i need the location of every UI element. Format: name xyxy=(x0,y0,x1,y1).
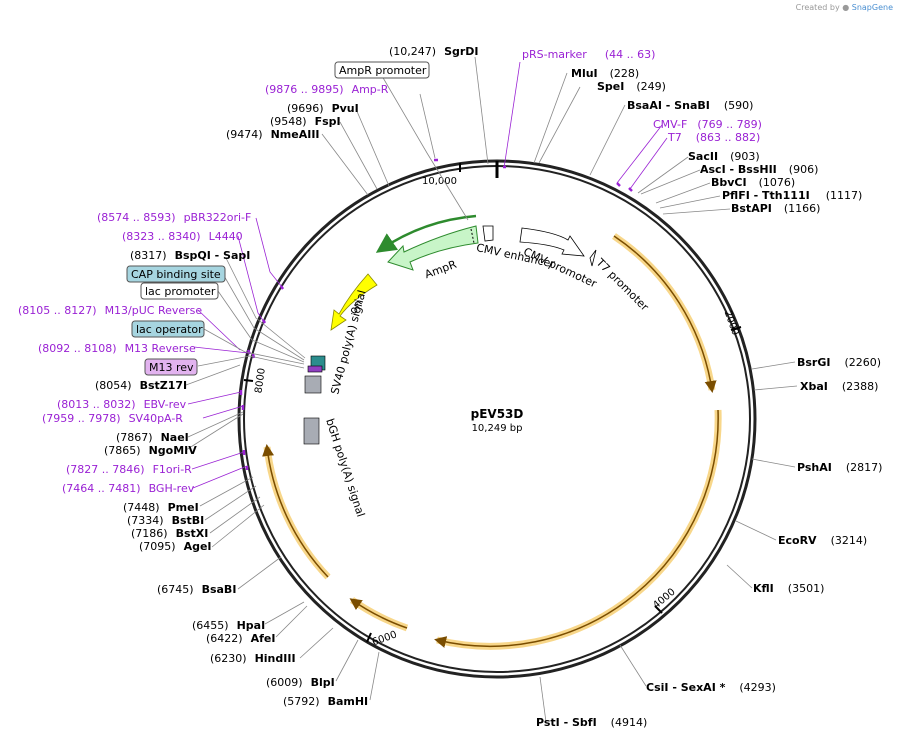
tick-8000: 8000 xyxy=(253,367,267,394)
snapgene-credit: Created by ● SnapGene xyxy=(796,3,893,12)
label-xbai: XbaI(2388) xyxy=(800,380,878,393)
label-prs-marker: pRS-marker(44 .. 63) xyxy=(522,48,655,61)
box-lac-promoter xyxy=(140,282,219,300)
label-bsaai-snabi: BsaAI - SnaBI(590) xyxy=(627,99,753,112)
label-bsabi: (6745)BsaBI xyxy=(157,583,236,596)
box-lac-operator xyxy=(131,320,205,338)
label-ampr-promoter: AmpR promoter xyxy=(339,64,427,77)
label-bgh-rev: (7464 .. 7481)BGH-rev xyxy=(62,482,195,495)
orf-arcs xyxy=(262,233,722,650)
label-mlui: MluI(228) xyxy=(571,67,639,80)
label-asci-bsshii: AscI - BssHII(906) xyxy=(700,163,818,176)
label-pshai: PshAI(2817) xyxy=(797,461,882,474)
label-amp-r: (9876 .. 9895)Amp-R xyxy=(265,83,389,96)
tick-10000: 10,000 xyxy=(422,176,457,187)
label-sv40pa-r: (7959 .. 7978)SV40pA-R xyxy=(42,412,183,425)
label-ecorv: EcoRV(3214) xyxy=(778,534,867,547)
label-sgrdi: (10,247)SgrDI xyxy=(389,45,479,58)
box-cap-binding-site xyxy=(126,265,226,283)
cmv-promoter-label: CMV promoter xyxy=(521,245,599,290)
ori-label: ori xyxy=(346,297,365,316)
label-agei: (7095)AgeI xyxy=(139,540,212,553)
label-psti-sbfi: PstI - SbfI(4914) xyxy=(536,716,647,729)
label-csii-sexai: CsiI - SexAI *(4293) xyxy=(646,681,776,694)
box-ampr-promoter xyxy=(334,61,430,79)
label-ebv-rev: (8013 .. 8032)EBV-rev xyxy=(57,398,187,411)
ampr-label: AmpR xyxy=(423,258,459,282)
bgh-polya-feature xyxy=(303,417,320,445)
label-lac-promoter: lac promoter xyxy=(145,285,216,298)
label-bspqi-sapi: (8317)BspQI - SapI xyxy=(130,249,250,262)
label-l4440: (8323 .. 8340)L4440 xyxy=(122,230,243,243)
label-bstz17i: (8054)BstZ17I xyxy=(95,379,187,392)
label-hindiii: (6230)HindIII xyxy=(210,652,296,665)
label-bbvci: BbvCI(1076) xyxy=(711,176,795,189)
ori-feature xyxy=(330,273,378,331)
t7-promoter-label: T7 promoter xyxy=(593,255,652,314)
ampr-feature xyxy=(387,225,479,271)
label-m13-reverse: (8092 .. 8108)M13 Reverse xyxy=(38,342,196,355)
plasmid-size: 10,249 bp xyxy=(472,423,523,434)
label-cmv-f: CMV-F(769 .. 789) xyxy=(653,118,762,131)
t7-promoter-feature xyxy=(589,249,597,267)
snapgene-logo-icon: ● xyxy=(842,3,850,12)
credit-prefix: Created by xyxy=(795,3,840,12)
label-blpi: (6009)BlpI xyxy=(266,676,335,689)
label-pvui: (9696)PvuI xyxy=(287,102,359,115)
label-pmei: (7448)PmeI xyxy=(123,501,199,514)
label-nmeaiii: (9474)NmeAIII xyxy=(226,128,320,141)
label-fspi: (9548)FspI xyxy=(270,115,341,128)
label-bstxi: (7186)BstXI xyxy=(131,527,208,540)
label-spei: SpeI(249) xyxy=(597,80,666,93)
label-cap-binding-site: CAP binding site xyxy=(131,268,221,281)
box-m13-rev xyxy=(144,358,198,376)
cmv-enhancer-feature xyxy=(519,227,585,257)
label-bsrgi: BsrGI(2260) xyxy=(797,356,881,369)
label-hpai: (6455)HpaI xyxy=(192,619,265,632)
label-bstbi: (7334)BstBI xyxy=(127,514,204,527)
label-t7: T7(863 .. 882) xyxy=(667,131,760,144)
label-kfli: KflI(3501) xyxy=(753,582,824,595)
sv40-polya-feature xyxy=(304,375,322,394)
label-bstapi: BstAPI(1166) xyxy=(731,202,820,215)
label-bamhi: (5792)BamHI xyxy=(283,695,368,708)
tick-2000: 2000 xyxy=(722,309,741,337)
label-m13-rev: M13 rev xyxy=(149,361,194,374)
ampr-promoter-feature xyxy=(482,225,494,242)
credit-brand: SnapGene xyxy=(851,3,893,12)
label-afei: (6422)AfeI xyxy=(206,632,275,645)
label-m13-puc-reverse: (8105 .. 8127)M13/pUC Reverse xyxy=(18,304,202,317)
primer-marks xyxy=(239,158,633,470)
label-pbr322ori-f: (8574 .. 8593)pBR322ori-F xyxy=(97,211,251,224)
label-f1ori-r: (7827 .. 7846)F1ori-R xyxy=(66,463,192,476)
m13-feature-block xyxy=(307,365,323,373)
bgh-label: bGH poly(A) signal xyxy=(323,417,367,519)
label-sacii: SacII(903) xyxy=(688,150,760,163)
label-lac-operator: lac operator xyxy=(136,323,203,336)
leader-lines xyxy=(185,56,798,723)
label-ngomiv: (7865)NgoMIV xyxy=(104,444,197,457)
plasmid-name: pEV53D xyxy=(471,407,524,421)
label-naei: (7867)NaeI xyxy=(116,431,189,444)
label-pflfi-tth111i: PflFI - Tth111I(1117) xyxy=(722,189,862,202)
